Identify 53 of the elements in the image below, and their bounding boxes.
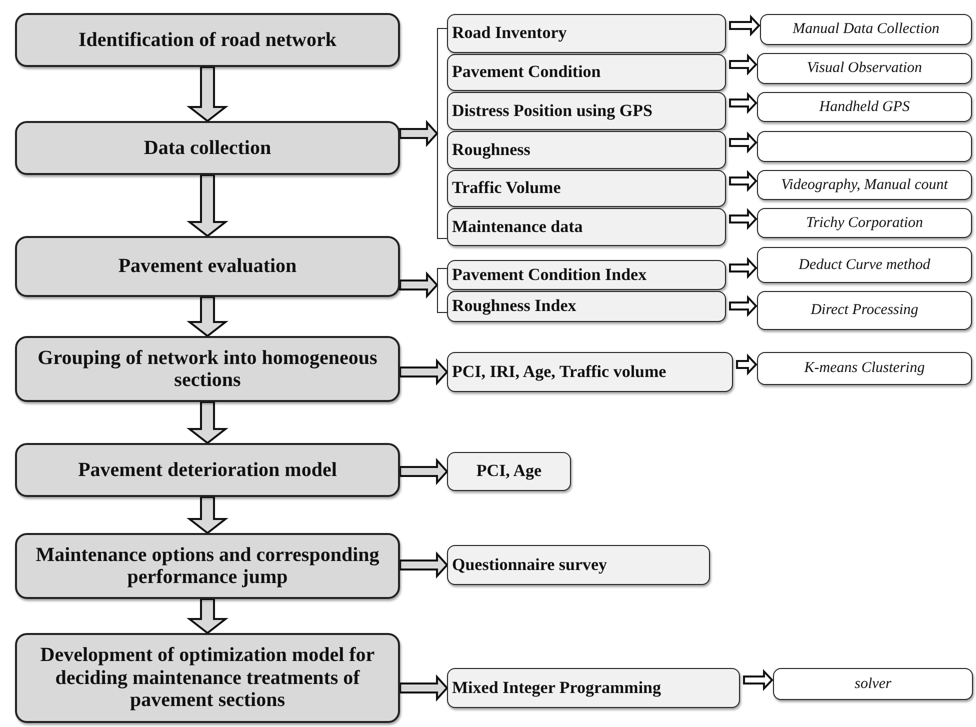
block-arrow xyxy=(729,256,758,280)
process-box: Maintenance options and corresponding performance jump xyxy=(15,533,400,599)
bracket xyxy=(437,268,447,313)
block-arrow xyxy=(729,53,758,76)
block-arrow xyxy=(729,294,758,318)
block-arrow xyxy=(729,131,758,154)
method-box: Trichy Corporation xyxy=(757,208,972,238)
process-box: Development of optimization model for deciding maintenance treatments of pavement sections xyxy=(15,633,400,723)
block-arrow xyxy=(729,170,758,192)
input-box: Pavement Condition xyxy=(447,54,726,91)
method-box: Manual Data Collection xyxy=(760,14,972,45)
block-arrow xyxy=(729,92,758,114)
block-arrow xyxy=(186,496,228,534)
process-box: Grouping of network into homogeneous sections xyxy=(15,336,400,402)
method-box: solver xyxy=(773,668,973,700)
block-arrow xyxy=(399,458,448,486)
input-box: Traffic Volume xyxy=(447,170,726,207)
block-arrow xyxy=(186,296,228,338)
block-arrow xyxy=(399,551,448,579)
process-box: Identification of road network xyxy=(15,13,400,67)
input-box: Roughness xyxy=(447,131,726,169)
process-box: Pavement deterioration model xyxy=(15,443,400,497)
input-box: Mixed Integer Programming xyxy=(447,668,740,708)
block-arrow xyxy=(399,120,438,148)
block-arrow xyxy=(729,208,758,230)
bracket xyxy=(437,28,447,239)
block-arrow xyxy=(186,401,228,444)
input-box: Roughness Index xyxy=(447,291,726,322)
block-arrow xyxy=(399,674,448,702)
block-arrow xyxy=(186,598,228,634)
block-arrow xyxy=(186,66,228,122)
method-box: K-means Clustering xyxy=(757,352,972,385)
process-box: Data collection xyxy=(15,121,400,175)
input-box: Pavement Condition Index xyxy=(447,260,726,290)
empty-box xyxy=(757,131,972,162)
method-box: Videography, Manual count xyxy=(757,170,972,200)
input-box: PCI, Age xyxy=(447,452,571,491)
method-box: Handheld GPS xyxy=(757,92,972,122)
method-box: Deduct Curve method xyxy=(757,247,972,283)
block-arrow xyxy=(736,353,758,376)
input-box: Maintenance data xyxy=(447,208,726,246)
method-box: Visual Observation xyxy=(757,53,972,84)
input-box: PCI, IRI, Age, Traffic volume xyxy=(447,352,733,392)
input-box: Questionnaire survey xyxy=(447,545,710,585)
block-arrow xyxy=(186,174,228,238)
input-box: Road Inventory xyxy=(447,14,726,53)
block-arrow xyxy=(399,271,438,299)
process-box: Pavement evaluation xyxy=(15,236,400,297)
input-box: Distress Position using GPS xyxy=(447,92,726,130)
block-arrow xyxy=(399,358,448,386)
block-arrow xyxy=(743,668,774,692)
method-box: Direct Processing xyxy=(757,291,972,330)
block-arrow xyxy=(729,14,760,37)
